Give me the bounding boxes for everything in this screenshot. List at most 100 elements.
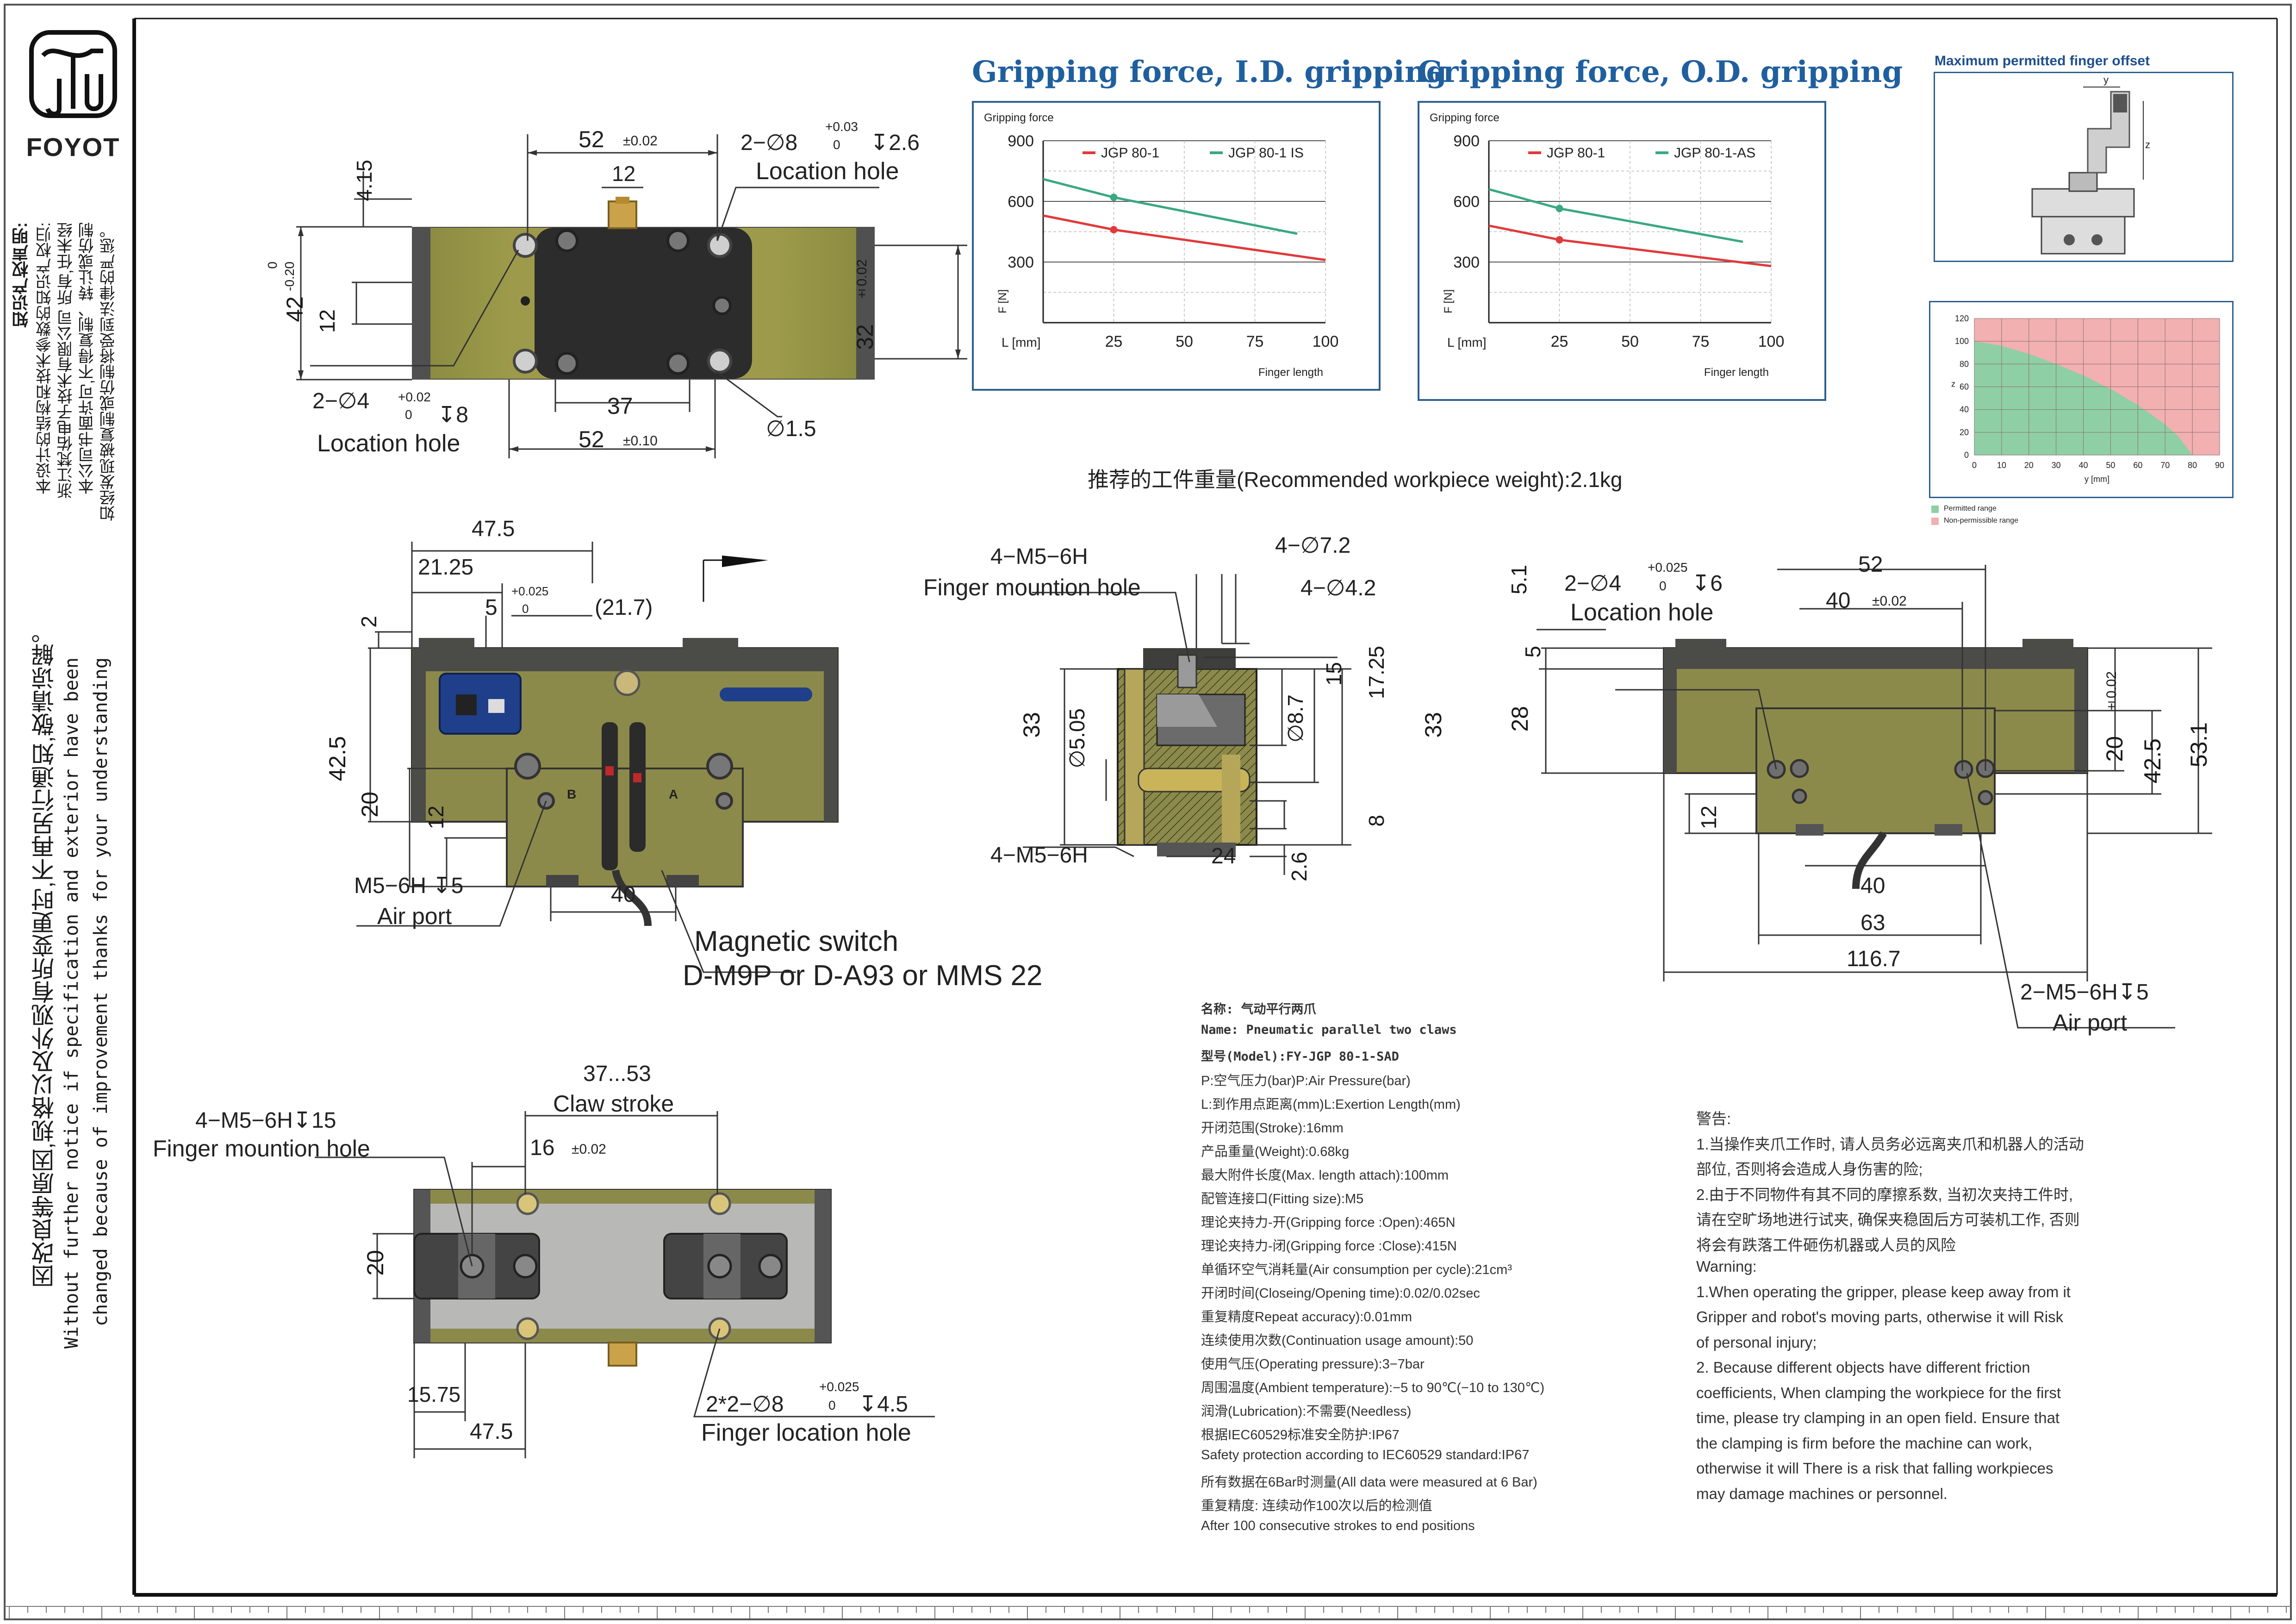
bottom-finger-hole: 4−M5−6H↧15 [195,1108,336,1133]
top-view-drawing [296,134,967,458]
legend-label: JGP 80-1-AS [1674,145,1755,161]
y-axis-unit: F [N] [996,289,1009,313]
spec-line: Name: Pneumatic parallel two claws [1201,1023,1457,1037]
top-hole-depth: ↧2.6 [870,131,920,155]
top-dim-42-tol-bot: -0.20 [282,262,297,291]
y-tick-label: 120 [1955,314,1969,323]
x-tick-label: 60 [2133,461,2142,470]
x-axis-title: Finger length [1704,366,1769,379]
spec-line: 产品重量(Weight):0.68kg [1201,1144,1350,1159]
section-dim-33-left: 33 [1019,712,1045,738]
top-dim-1-5: ∅1.5 [766,417,816,441]
series-marker [1110,226,1118,234]
front-port-a: A [669,787,678,801]
bot-hole-name: Location hole [317,430,460,457]
front-dim-5-tol-top: +0.025 [511,584,549,598]
x-tick-label: 20 [2024,461,2034,470]
rear-dim-53-1: 53.1 [2186,722,2212,768]
bottom-view-drawing [315,1111,935,1458]
series-marker [1556,236,1563,244]
logo-brand-name: FOYOT [26,132,120,162]
section-dim-5-05: ∅5.05 [1065,708,1089,768]
rear-hole-depth: ↧6 [1692,571,1723,596]
front-dim-2: 2 [357,616,381,628]
series-marker [1110,194,1118,201]
ip-title: 知识产权声明: [12,222,31,328]
bottom-loc-tol-top: +0.025 [819,1380,859,1394]
warning-line: the clamping is firm before the machine … [1696,1434,2033,1452]
bottom-stroke-name: Claw stroke [553,1091,674,1117]
rear-hole-label: 2−∅4 [1564,571,1622,596]
x-tick-label: 30 [2052,461,2061,470]
magnetic-switch-title: Magnetic switch [694,925,899,957]
y-tick-label: 600 [1008,193,1034,211]
y-tick-label: 900 [1453,132,1480,150]
bottom-dim-16: 16 [530,1136,555,1160]
section-dim-8-7: ∅8.7 [1283,694,1307,743]
rear-dim-40-top: 40 [1826,588,1851,613]
rear-dim-116-7: 116.7 [1847,947,1901,971]
x-tick-label: 25 [1105,333,1123,350]
rear-dim-42-5: 42.5 [2140,738,2165,784]
y-tick-label: 300 [1008,254,1034,271]
spec-line: 最大附件长度(Max. length attach):100mm [1201,1168,1449,1183]
top-dim-42-tol-top: 0 [265,262,280,269]
warning-line: 1.When operating the gripper, please kee… [1696,1283,2071,1300]
y-tick-label: 100 [1955,337,1969,346]
legend-permitted-swatch [1931,506,1939,513]
bottom-loc-tol-bot: 0 [828,1398,836,1412]
ip-line-2: 浙江梵佑电子技术有限公司 所有,任未经 [57,222,75,499]
series-marker [1556,205,1563,212]
legend-label: JGP 80-1 [1547,145,1605,161]
top-hole-name: Location hole [756,158,899,185]
rear-view-drawing [1537,565,2212,1029]
y-tick-label: 40 [1960,405,1969,414]
bottom-loc-depth: ↧4.5 [859,1392,908,1417]
legend-permitted: Permitted range [1944,505,1997,512]
warning-line: Warning: [1696,1258,1757,1275]
spec-line: 型号(Model):FY-JGP 80-1-SAD [1201,1049,1399,1064]
top-dim-52-bot-tol: ±0.10 [623,433,658,449]
warning-line: time, please try clamping in an open fie… [1696,1409,2060,1426]
x-tick-label: 70 [2160,461,2170,470]
bot-hole-tol-top: +0.02 [398,390,431,404]
rear-dim-5-1: 5.1 [1507,565,1531,594]
chart-od-title: Gripping force, O.D. gripping [1418,55,1903,89]
x-tick-label: 100 [1313,333,1339,350]
warning-line: coefficients, When clamping the workpiec… [1696,1384,2061,1401]
warning-line: 1.当操作夹爪工作时, 请人员务必远离夹爪和机器人的活动 [1696,1135,2084,1153]
section-dim-33-right: 33 [1420,712,1446,738]
front-dim-40: 40 [611,882,636,907]
bottom-loc-hole-name: Finger location hole [701,1419,911,1446]
logo-mark-icon [29,30,117,118]
x-tick-label: 50 [2106,461,2115,470]
front-dim-20: 20 [357,792,383,818]
x-axis-title: y [mm] [2084,475,2109,484]
front-dim-12: 12 [424,806,448,830]
rear-air-port-name: Air port [2053,1010,2128,1036]
bottom-dim-stroke: 37...53 [583,1062,651,1086]
bottom-dim-16-tol: ±0.02 [572,1142,606,1157]
section-dim-24: 24 [1211,844,1236,868]
bottom-loc-hole: 2*2−∅8 [706,1392,784,1417]
chart-id-title: Gripping force, I.D. gripping [972,55,1447,89]
section-view-drawing [1023,574,1351,875]
spec-line: 重复精度Repeat accuracy):0.01mm [1201,1310,1412,1324]
bot-hole-label: 2−∅4 [312,389,370,413]
y-tick-label: 900 [1008,132,1034,150]
y-axis-unit: F [N] [1442,289,1455,313]
spec-line: 使用气压(Operating pressure):3−7bar [1201,1357,1425,1372]
spec-line: P:空气压力(bar)P:Air Pressure(bar) [1201,1074,1411,1088]
spec-line: 理论夹持力-开(Gripping force :Open):465N [1201,1215,1456,1230]
warning-line: of personal injury; [1696,1333,1817,1351]
warning-line: 2.由于不同物件有其不同的摩擦系数, 当初次夹持工件时, [1696,1186,2073,1203]
rear-dim-40-tol: ±0.02 [1872,593,1907,609]
front-air-port-name: Air port [377,903,452,929]
section-dim-2-6: 2.6 [1287,852,1311,881]
rear-dim-20-tol: ±0.02 [2104,671,2119,714]
spec-line: 周围温度(Ambient temperature):−5 to 90℃(−10 … [1201,1380,1545,1395]
